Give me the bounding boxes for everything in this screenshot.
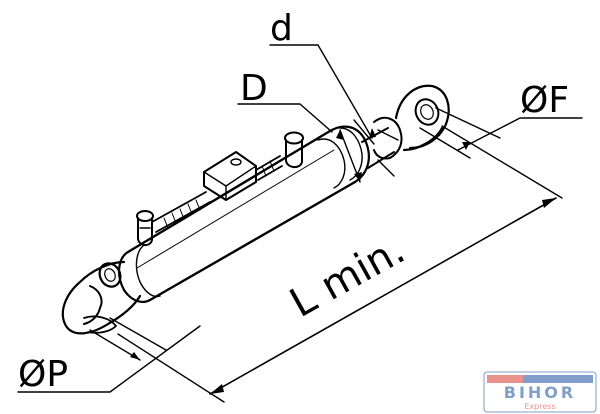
dimension-F [419,107,583,159]
dimension-L [117,125,563,403]
base-port-fitting [136,210,154,246]
svg-text:BIHOR: BIHOR [504,383,576,402]
svg-text:Express: Express [524,402,555,411]
rod-eye-end [394,84,450,152]
label-F: ØF [520,80,569,121]
pipe-connector [151,191,211,233]
cylinder-barrel [118,125,370,303]
dimension-P [17,317,201,393]
base-eye-end [61,260,142,335]
valve-block [203,151,257,201]
rod-port-fitting [255,131,304,181]
watermark-logo: BIHOR Express [483,371,597,413]
dimension-d [269,44,395,177]
label-d: d [270,8,293,49]
label-D: D [240,68,268,109]
dimension-D [237,103,362,183]
label-L-min: L min. [283,227,413,327]
label-P: ØP [18,354,68,395]
